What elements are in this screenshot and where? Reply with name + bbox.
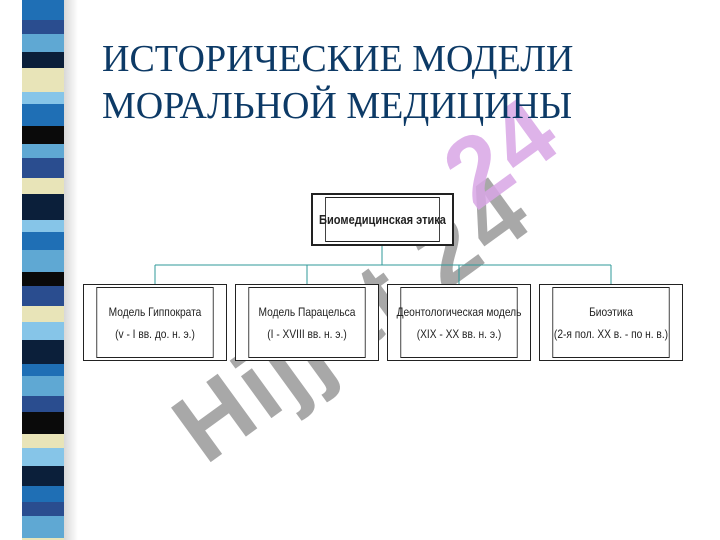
stripe-segment bbox=[22, 376, 64, 396]
stripe-segment bbox=[22, 434, 64, 448]
stripe-segment bbox=[22, 340, 64, 364]
stripe-segment bbox=[22, 538, 64, 540]
slide-title-line-1: ИСТОРИЧЕСКИЕ МОДЕЛИ bbox=[102, 38, 574, 80]
stripe-segment bbox=[22, 232, 64, 250]
child-node-deontological: Деонтологическая модель (XIX - XX вв. н.… bbox=[387, 284, 531, 361]
stripe-segment bbox=[22, 144, 64, 158]
child-node-period: (v - I вв. до. н. э.) bbox=[115, 326, 195, 341]
stripe-segment bbox=[22, 322, 64, 340]
stripe-segment bbox=[22, 194, 64, 220]
stripe-segment bbox=[22, 396, 64, 412]
stripe-segment bbox=[22, 20, 64, 34]
stripe-segment bbox=[22, 220, 64, 232]
child-node-label: Модель Гиппократа bbox=[108, 304, 202, 319]
decorative-stripe bbox=[22, 0, 64, 540]
child-node-label: Модель Парацельса bbox=[258, 304, 356, 319]
child-node-label: Биоэтика bbox=[589, 304, 633, 319]
stripe-segment bbox=[22, 364, 64, 376]
child-node-period: (I - XVIII вв. н. э.) bbox=[267, 326, 347, 341]
stripe-segment bbox=[22, 158, 64, 178]
child-node-bioethics: Биоэтика (2-я пол. XX в. - по н. в.) bbox=[539, 284, 683, 361]
stripe-segment bbox=[22, 68, 64, 92]
stripe-segment bbox=[22, 448, 64, 466]
child-node-hippocrates: Модель Гиппократа (v - I вв. до. н. э.) bbox=[83, 284, 227, 361]
stripe-segment bbox=[22, 34, 64, 52]
stripe-segment bbox=[22, 0, 64, 20]
stripe-segment bbox=[22, 516, 64, 538]
stripe-segment bbox=[22, 412, 64, 434]
stripe-segment bbox=[22, 502, 64, 516]
stripe-segment bbox=[22, 250, 64, 272]
stripe-segment bbox=[22, 306, 64, 322]
stripe-segment bbox=[22, 92, 64, 104]
child-node-period: (2-я пол. XX в. - по н. в.) bbox=[553, 326, 669, 341]
stripe-segment bbox=[22, 286, 64, 306]
stripe-segment bbox=[22, 126, 64, 144]
stripe-segment bbox=[22, 104, 64, 126]
stripe-segment bbox=[22, 178, 64, 194]
child-node-paracelsus: Модель Парацельса (I - XVIII вв. н. э.) bbox=[235, 284, 379, 361]
child-node-label: Деонтологическая модель bbox=[396, 304, 522, 319]
stripe-segment bbox=[22, 466, 64, 486]
stripe-segment bbox=[22, 52, 64, 68]
slide-title: ИСТОРИЧЕСКИЕ МОДЕЛИ МОРАЛЬНОЙ МЕДИЦИНЫ bbox=[102, 36, 702, 130]
root-node: Биомедицинская этика bbox=[311, 193, 454, 246]
stripe-shadow bbox=[64, 0, 78, 540]
slide-title-line-2: МОРАЛЬНОЙ МЕДИЦИНЫ bbox=[102, 85, 573, 127]
child-node-period: (XIX - XX вв. н. э.) bbox=[416, 326, 502, 341]
root-node-label: Биомедицинская этика bbox=[319, 211, 446, 227]
stripe-segment bbox=[22, 272, 64, 286]
stripe-segment bbox=[22, 486, 64, 502]
